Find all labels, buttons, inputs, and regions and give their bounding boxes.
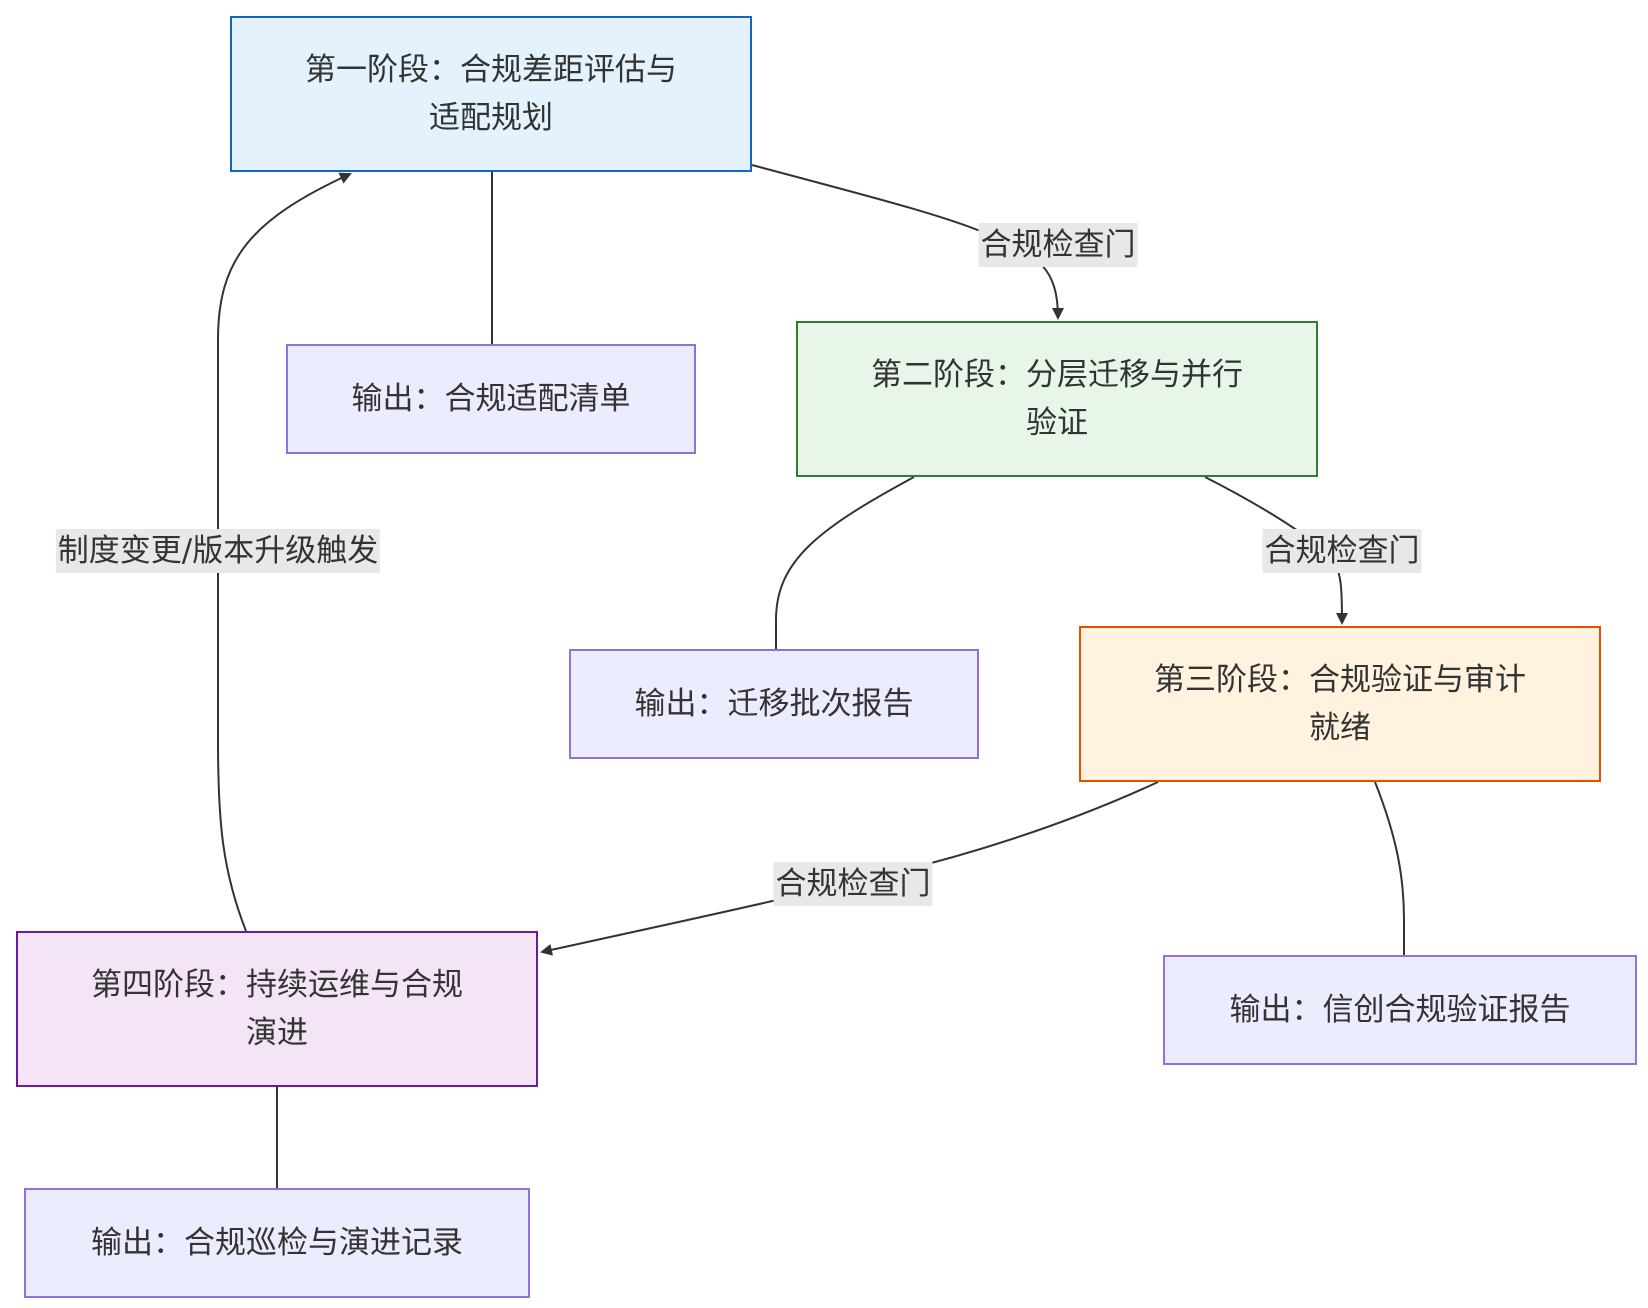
phase1-label-line1: 第一阶段：合规差距评估与 (305, 52, 677, 88)
phase4-node[interactable]: 第四阶段：持续运维与合规 演进 (16, 931, 538, 1087)
phase2-label-line2: 验证 (1026, 405, 1088, 441)
phase3-node[interactable]: 第三阶段：合规验证与审计 就绪 (1079, 626, 1601, 782)
output1-label: 输出：合规适配清单 (351, 381, 631, 417)
edge-phase2-to-output2 (775, 476, 915, 649)
edge-label-phase4-to-phase1: 制度变更/版本升级触发 (55, 529, 381, 573)
edge-label-phase2-to-phase3: 合规检查门 (1262, 529, 1422, 573)
output2-node[interactable]: 输出：迁移批次报告 (569, 649, 979, 759)
phase3-label-line2: 就绪 (1309, 710, 1371, 746)
phase2-label-line1: 第二阶段：分层迁移与并行 (871, 357, 1243, 393)
edge-label-phase3-to-phase4: 合规检查门 (773, 862, 933, 906)
output3-label: 输出：信创合规验证报告 (1229, 992, 1571, 1028)
edge-phase4-to-phase1 (217, 172, 352, 932)
edge-phase1-to-phase2 (751, 164, 1064, 320)
output4-label: 输出：合规巡检与演进记录 (91, 1225, 463, 1261)
phase4-label-line2: 演进 (246, 1015, 308, 1051)
output2-label: 输出：迁移批次报告 (634, 686, 914, 722)
output4-node[interactable]: 输出：合规巡检与演进记录 (24, 1188, 530, 1298)
phase3-label-line1: 第三阶段：合规验证与审计 (1154, 662, 1526, 698)
edge-phase3-to-output3 (1374, 781, 1405, 955)
phase2-node[interactable]: 第二阶段：分层迁移与并行 验证 (796, 321, 1318, 477)
edge-label-phase1-to-phase2: 合规检查门 (978, 223, 1138, 267)
output1-node[interactable]: 输出：合规适配清单 (286, 344, 696, 454)
phase4-label-line1: 第四阶段：持续运维与合规 (91, 967, 463, 1003)
phase1-label-line2: 适配规划 (429, 100, 553, 136)
output3-node[interactable]: 输出：信创合规验证报告 (1163, 955, 1637, 1065)
phase1-node[interactable]: 第一阶段：合规差距评估与 适配规划 (230, 16, 752, 172)
